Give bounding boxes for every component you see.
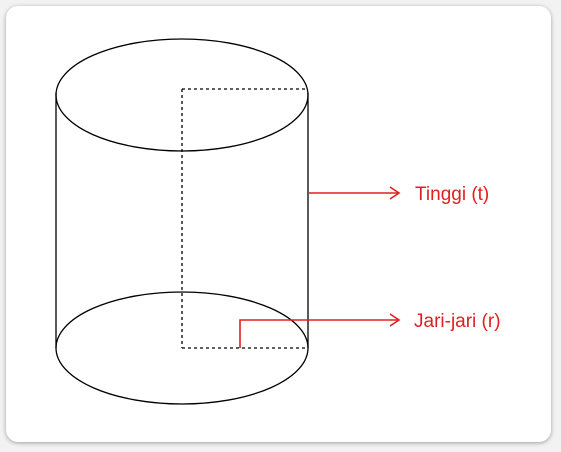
cylinder-bottom-ellipse xyxy=(55,291,309,405)
radius-arrow xyxy=(239,313,401,348)
radius-label: Jari-jari (r) xyxy=(414,311,501,332)
height-arrow xyxy=(309,186,401,200)
height-label: Tinggi (t) xyxy=(415,184,489,205)
diagram-card xyxy=(6,6,551,442)
